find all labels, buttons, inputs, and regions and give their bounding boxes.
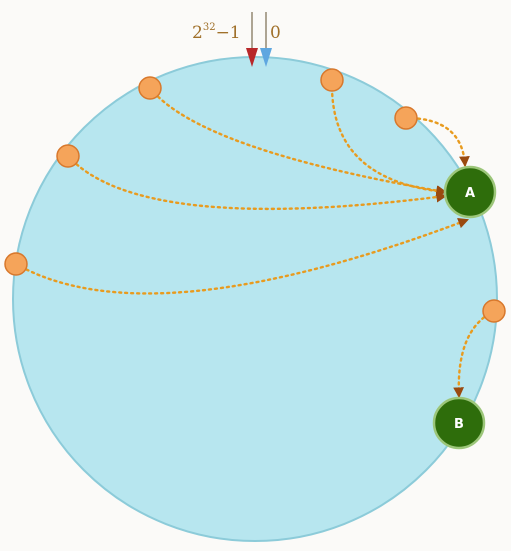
data-node — [394, 106, 418, 130]
zero-value-marker — [260, 48, 272, 67]
arrow-n5-to-A — [14, 218, 470, 295]
server-B-label: B — [454, 417, 464, 432]
arrow-n4-to-A — [66, 154, 448, 211]
data-nodes — [4, 68, 506, 323]
data-node — [4, 252, 28, 276]
data-node — [56, 144, 80, 168]
arrow-n1-to-A — [148, 86, 448, 196]
zero-hash-label: 0 — [270, 23, 281, 43]
data-node — [320, 68, 344, 92]
data-node — [482, 299, 506, 323]
mapping-arrows — [14, 80, 496, 399]
ring-origin-marker — [246, 12, 272, 67]
arrow-n3-to-A — [404, 116, 470, 168]
max-value-marker — [246, 48, 258, 67]
data-node — [138, 76, 162, 100]
server-node-B: B — [432, 396, 486, 450]
hash-ring — [12, 56, 498, 542]
server-node-A: A — [443, 165, 497, 219]
arrow-n2-to-A — [330, 80, 448, 197]
server-A-label: A — [465, 186, 475, 201]
max-hash-label: 232−1 — [192, 22, 241, 43]
